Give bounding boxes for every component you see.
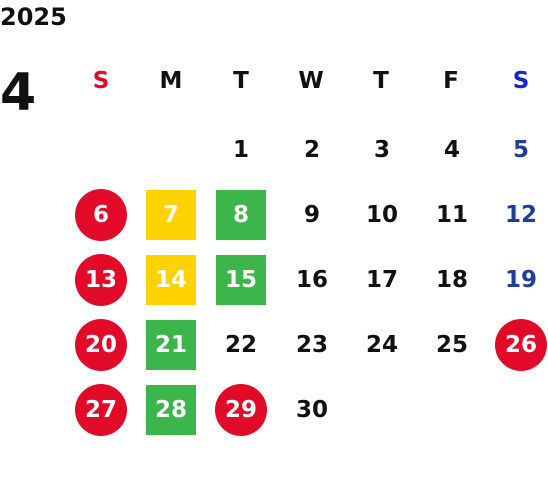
calendar-day-15[interactable]: 15 bbox=[216, 255, 266, 305]
calendar-year: 2025 bbox=[0, 3, 67, 31]
calendar-day-14[interactable]: 14 bbox=[146, 255, 196, 305]
calendar-day-number: 19 bbox=[504, 266, 537, 293]
calendar-day-1[interactable]: 1 bbox=[215, 124, 267, 176]
weekday-saturday: S bbox=[512, 68, 530, 94]
calendar-day-number: 20 bbox=[84, 331, 117, 358]
calendar-day-12[interactable]: 12 bbox=[495, 189, 547, 241]
calendar-day-23[interactable]: 23 bbox=[286, 319, 338, 371]
calendar-month: 4 bbox=[0, 63, 37, 123]
calendar-day-number: 26 bbox=[504, 331, 537, 358]
calendar-day-10[interactable]: 10 bbox=[356, 189, 408, 241]
calendar-day-number: 21 bbox=[154, 331, 187, 358]
calendar-day-number: 1 bbox=[232, 136, 249, 163]
calendar-day-13[interactable]: 13 bbox=[75, 254, 127, 306]
calendar-day-number: 30 bbox=[295, 396, 328, 423]
calendar-day-5[interactable]: 5 bbox=[495, 124, 547, 176]
calendar-day-26[interactable]: 26 bbox=[495, 319, 547, 371]
calendar-day-30[interactable]: 30 bbox=[286, 384, 338, 436]
calendar-day-number: 23 bbox=[295, 331, 328, 358]
weekday-wednesday: W bbox=[298, 68, 324, 94]
calendar-day-number: 17 bbox=[365, 266, 398, 293]
calendar-day-number: 3 bbox=[373, 136, 390, 163]
calendar-day-number: 25 bbox=[435, 331, 468, 358]
calendar-day-25[interactable]: 25 bbox=[426, 319, 478, 371]
calendar-day-21[interactable]: 21 bbox=[146, 320, 196, 370]
calendar-day-9[interactable]: 9 bbox=[286, 189, 338, 241]
calendar-day-number: 13 bbox=[84, 266, 117, 293]
weekday-sunday: S bbox=[92, 68, 110, 94]
calendar-day-18[interactable]: 18 bbox=[426, 254, 478, 306]
calendar-day-number: 29 bbox=[224, 396, 257, 423]
calendar-day-number: 2 bbox=[303, 136, 320, 163]
weekday-thursday: T bbox=[373, 68, 389, 94]
calendar-day-number: 8 bbox=[232, 201, 249, 228]
calendar-day-27[interactable]: 27 bbox=[75, 384, 127, 436]
calendar-day-2[interactable]: 2 bbox=[286, 124, 338, 176]
calendar-day-6[interactable]: 6 bbox=[75, 189, 127, 241]
calendar-day-number: 15 bbox=[224, 266, 257, 293]
calendar-day-16[interactable]: 16 bbox=[286, 254, 338, 306]
calendar-day-number: 28 bbox=[154, 396, 187, 423]
calendar-day-20[interactable]: 20 bbox=[75, 319, 127, 371]
calendar-day-number: 4 bbox=[443, 136, 460, 163]
calendar-day-number: 27 bbox=[84, 396, 117, 423]
calendar-day-number: 24 bbox=[365, 331, 398, 358]
calendar-day-number: 14 bbox=[154, 266, 187, 293]
calendar-day-28[interactable]: 28 bbox=[146, 385, 196, 435]
weekday-friday: F bbox=[443, 68, 459, 94]
calendar-day-17[interactable]: 17 bbox=[356, 254, 408, 306]
calendar-day-number: 5 bbox=[512, 136, 529, 163]
calendar-day-number: 9 bbox=[303, 201, 320, 228]
calendar-day-22[interactable]: 22 bbox=[215, 319, 267, 371]
calendar-day-7[interactable]: 7 bbox=[146, 190, 196, 240]
calendar-day-11[interactable]: 11 bbox=[426, 189, 478, 241]
weekday-monday: M bbox=[159, 68, 183, 94]
calendar-day-4[interactable]: 4 bbox=[426, 124, 478, 176]
calendar-day-number: 16 bbox=[295, 266, 328, 293]
calendar-day-number: 6 bbox=[92, 201, 109, 228]
calendar-day-number: 12 bbox=[504, 201, 537, 228]
calendar-day-3[interactable]: 3 bbox=[356, 124, 408, 176]
calendar-day-8[interactable]: 8 bbox=[216, 190, 266, 240]
calendar-day-number: 22 bbox=[224, 331, 257, 358]
calendar-day-number: 11 bbox=[435, 201, 468, 228]
calendar-day-number: 10 bbox=[365, 201, 398, 228]
calendar-day-19[interactable]: 19 bbox=[495, 254, 547, 306]
calendar-day-24[interactable]: 24 bbox=[356, 319, 408, 371]
calendar-day-29[interactable]: 29 bbox=[215, 384, 267, 436]
weekday-tuesday: T bbox=[233, 68, 249, 94]
calendar-day-number: 7 bbox=[162, 201, 179, 228]
calendar-day-number: 18 bbox=[435, 266, 468, 293]
